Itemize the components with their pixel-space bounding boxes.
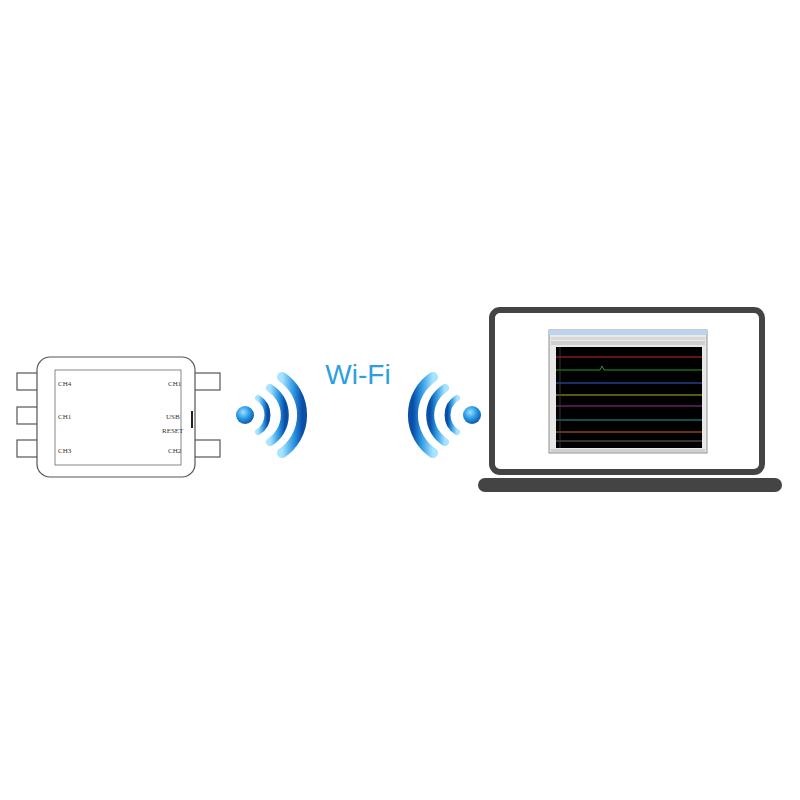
wifi-symbol [236, 377, 302, 453]
button-label: RESET [162, 428, 183, 435]
software-screenshot [549, 330, 707, 453]
laptop [478, 310, 782, 492]
device-housing [17, 357, 220, 477]
channel-label: CH2 [168, 448, 181, 455]
channel-label: CH1 [168, 381, 181, 388]
port-label: USB [166, 414, 180, 421]
channel-label: CH3 [58, 448, 71, 455]
wifi-symbol [413, 377, 481, 453]
channel-label: CH4 [58, 381, 71, 388]
wifi-label: Wi-Fi [325, 361, 390, 389]
channel-label: CH1 [58, 414, 71, 421]
